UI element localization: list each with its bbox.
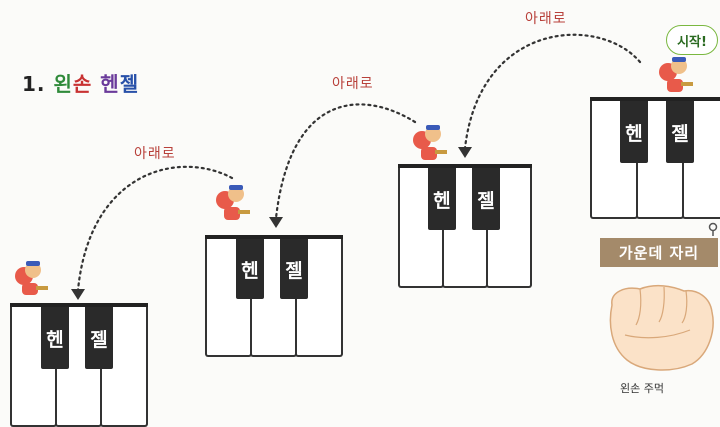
title-char: 젤 xyxy=(119,72,140,96)
black-key: 젤 xyxy=(472,168,500,230)
hand-caption: 왼손 주먹 xyxy=(620,382,664,395)
black-key: 젤 xyxy=(280,239,308,299)
character-icon xyxy=(659,57,693,92)
title-char: 왼 xyxy=(53,72,73,96)
piano-keyboard: 헨 젤 xyxy=(205,235,343,357)
dotted-arrow-1 xyxy=(76,165,234,292)
arrow-head-1 xyxy=(71,289,85,300)
black-key: 헨 xyxy=(620,101,648,163)
character-icon xyxy=(15,261,48,295)
black-key: 헨 xyxy=(236,239,264,299)
piano-keyboard: 헨 젤 xyxy=(10,303,148,427)
arrow-head-2 xyxy=(269,217,283,228)
direction-hint: 아래로 xyxy=(525,11,567,27)
black-key: 헨 xyxy=(428,168,456,230)
dotted-arrow-3 xyxy=(463,33,642,150)
title-char: 손 xyxy=(72,72,93,96)
piano-keyboard: 헨 젤 xyxy=(398,164,532,288)
direction-hint: 아래로 xyxy=(332,76,374,92)
character-icon xyxy=(216,185,250,220)
left-fist-icon xyxy=(609,284,714,371)
key-marker-icon xyxy=(708,222,718,236)
position-label: 가운데 자리 xyxy=(600,238,718,267)
black-key: 젤 xyxy=(666,101,694,163)
black-key: 젤 xyxy=(85,307,113,369)
character-icon xyxy=(413,125,447,160)
exercise-title: 1. 왼손 헨젤 xyxy=(22,68,139,97)
direction-hint: 아래로 xyxy=(134,146,176,162)
start-bubble: 시작! xyxy=(666,25,718,55)
dotted-arrow-2 xyxy=(274,103,417,220)
arrow-head-3 xyxy=(458,147,472,158)
title-char: 헨 xyxy=(100,72,120,96)
exercise-number: 1. xyxy=(22,72,46,96)
piano-keyboard: 헨 젤 xyxy=(590,97,720,219)
black-key: 헨 xyxy=(41,307,69,369)
